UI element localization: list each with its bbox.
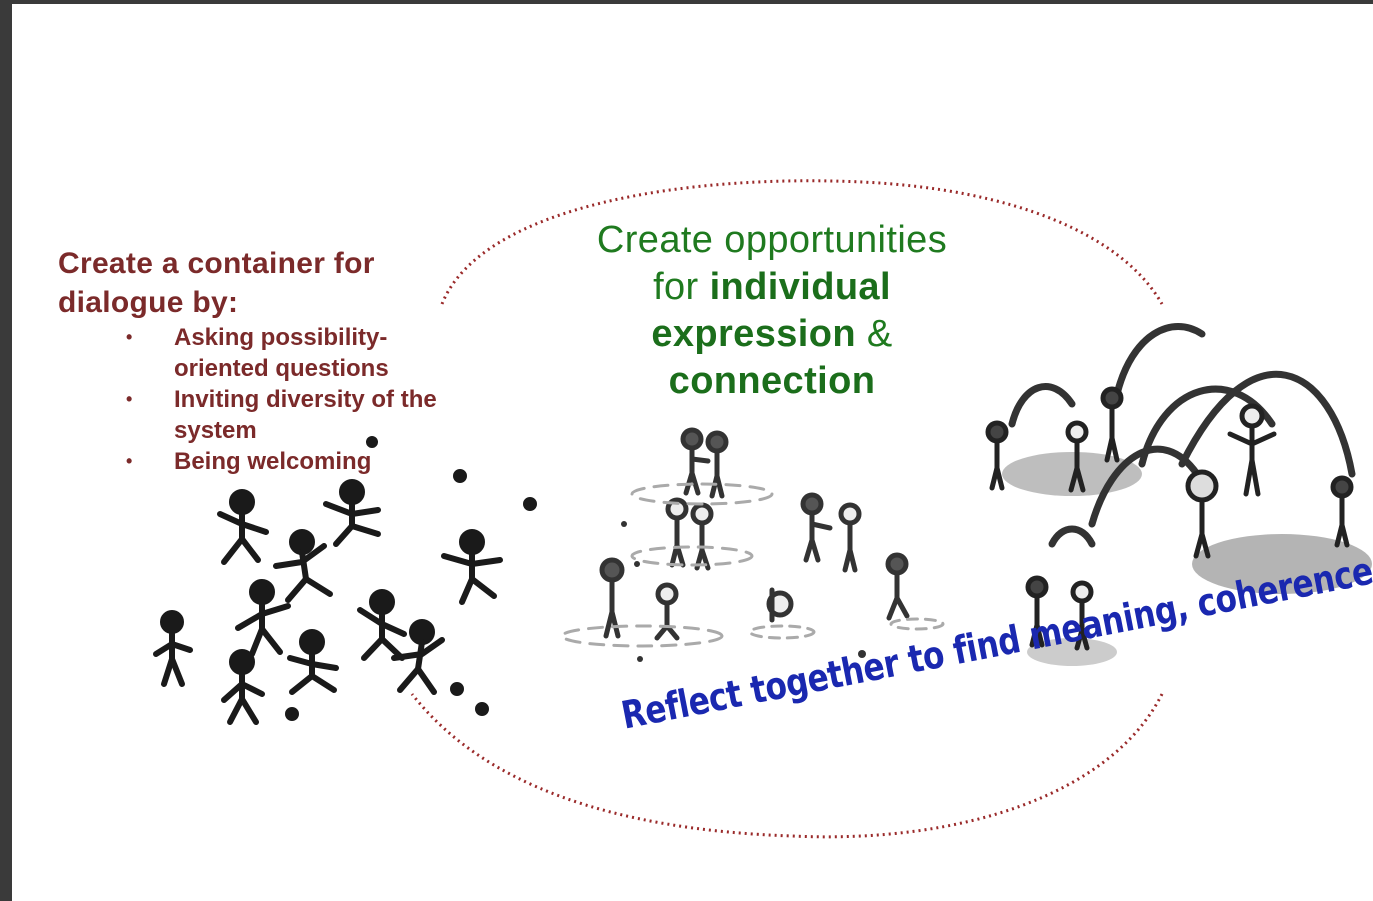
left-heading: Create a container for dialogue by: [58, 244, 528, 322]
center-line2-bold: individual [709, 266, 891, 308]
center-line2-prefix: for [653, 266, 710, 308]
center-line3-suffix: & [855, 313, 893, 355]
center-line1: Create opportunities [596, 219, 948, 261]
bullet-line: system [174, 417, 257, 444]
bullet-item: Being welcoming [126, 446, 528, 477]
crowd-figures-left [153, 436, 537, 725]
individual-expression-text: Create opportunities for individual expr… [552, 217, 992, 405]
bullet-line: oriented questions [174, 355, 389, 382]
slide: Create a container for dialogue by: Aski… [12, 4, 1373, 901]
bullet-line: Asking possibility- [174, 324, 388, 351]
bullet-line: Inviting diversity of the [174, 386, 437, 413]
container-for-dialogue-text: Create a container for dialogue by: Aski… [58, 244, 528, 477]
left-heading-line2: dialogue by: [58, 286, 239, 319]
left-heading-line1: Create a container for [58, 247, 375, 280]
bullet-item: Asking possibility- oriented questions [126, 322, 528, 384]
figures-right [985, 323, 1372, 666]
bullet-item: Inviting diversity of the system [126, 384, 528, 446]
figures-center [560, 427, 945, 662]
bullet-line: Being welcoming [174, 448, 372, 475]
dotted-loop [410, 179, 1164, 839]
dialogue-bullet-list: Asking possibility- oriented questions I… [58, 322, 528, 477]
center-line2: for individual [552, 264, 992, 311]
center-line4: connection [552, 358, 992, 405]
center-line3-bold: expression [651, 313, 856, 355]
center-line3: expression & [552, 311, 992, 358]
illustration [153, 179, 1372, 839]
center-line4-bold: connection [668, 360, 876, 402]
